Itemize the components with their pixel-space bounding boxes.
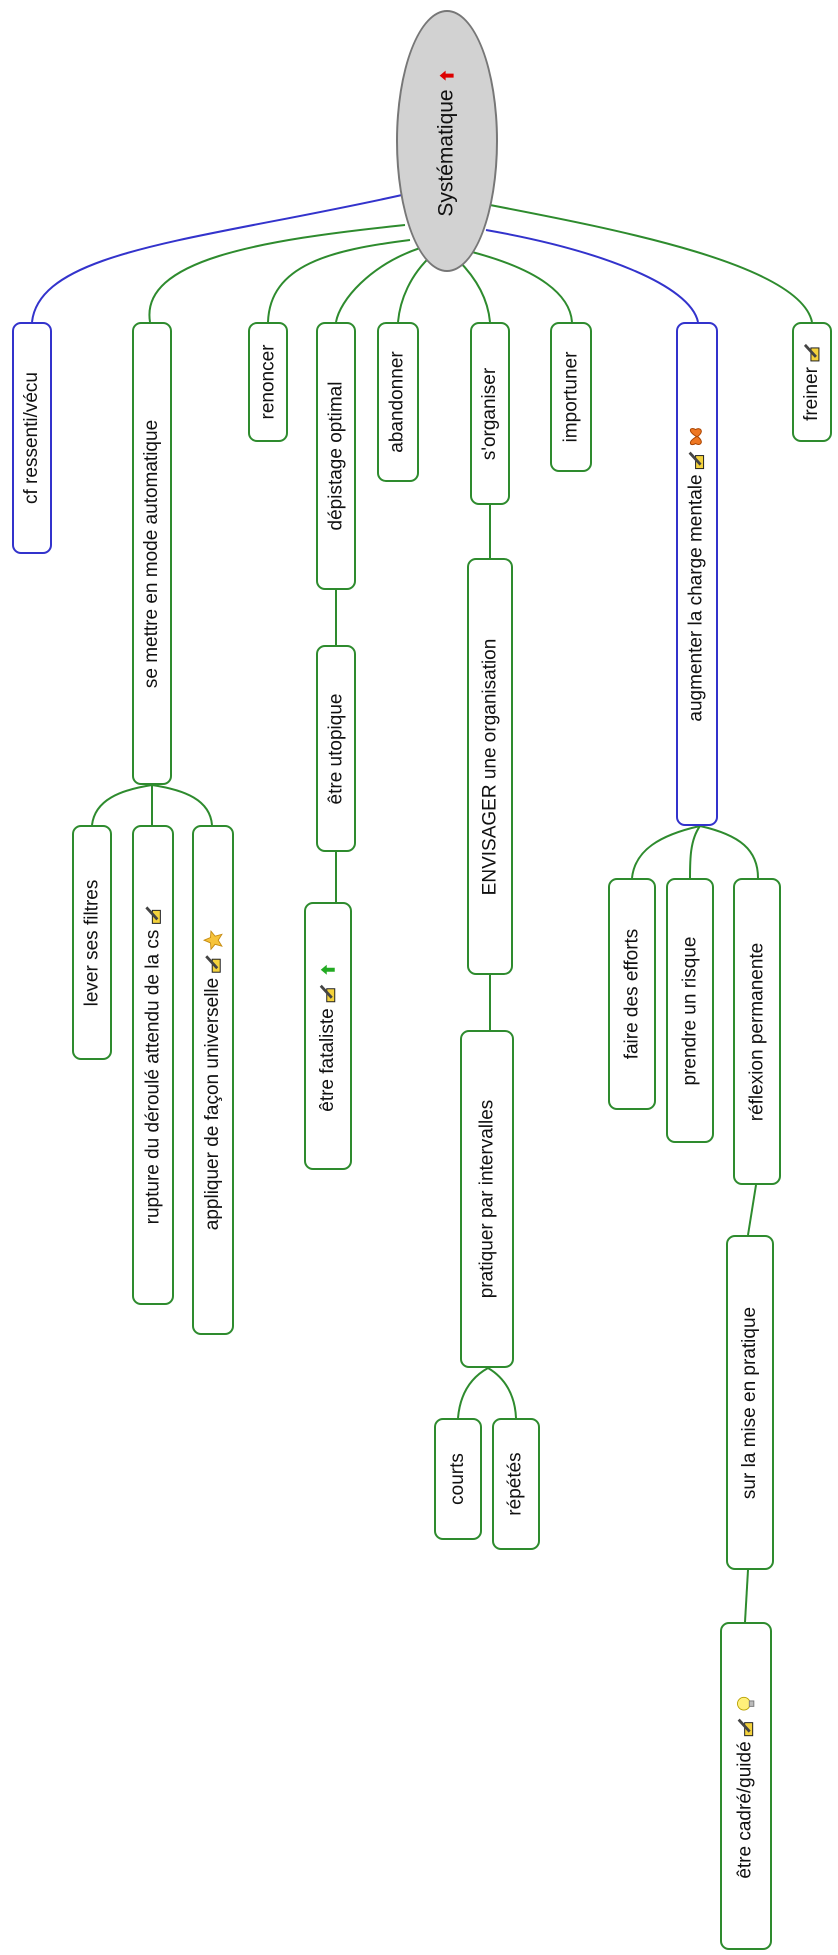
node-lever[interactable]: lever ses filtres [72,825,112,1060]
link-augmenter-efforts [631,825,701,879]
node-label: prendre un risque [679,936,700,1085]
pen-paper-icon [318,984,338,1004]
link-pratiquer-courts [457,1367,489,1419]
node-label: se mettre en mode automatique [141,419,163,688]
node-abandonner[interactable]: abandonner [377,322,419,482]
node-label: augmenter la charge mentale [686,474,707,722]
node-label: pratiquer par intervalles [476,1099,498,1299]
node-label: faire des efforts [621,928,643,1060]
link-mise-cadre [744,1569,749,1623]
link-root-depistage [335,247,421,323]
node-label: être cadré/guidé [735,1741,757,1879]
link-semettre-lever [91,784,153,826]
node-fataliste[interactable]: être fataliste [304,902,352,1170]
pen-paper-icon [203,954,223,974]
node-label: appliquer de façon universelle [202,977,224,1231]
node-pratiquer[interactable]: pratiquer par intervalles [460,1030,514,1368]
link-root-importuner [471,251,573,323]
node-label: être utopique [325,693,347,804]
lightbulb-icon [736,1693,756,1713]
node-label: lever ses filtres [81,879,103,1006]
link-root-abandonner [397,254,433,323]
link-root-freiner [489,204,813,323]
pen-paper-icon [802,343,822,363]
link-root-organiser [457,259,491,323]
node-cf-ressenti[interactable]: cf ressenti/vécu [12,322,52,554]
link-augmenter-risque [689,825,701,879]
node-label: dépistage optimal [325,381,346,531]
node-depistage[interactable]: dépistage optimal [316,322,356,590]
node-label: importuner [560,351,582,443]
link-pratiquer-repetes [487,1367,517,1419]
node-courts[interactable]: courts [434,1418,482,1540]
node-freiner[interactable]: freiner [792,322,832,442]
node-renoncer[interactable]: renoncer [248,322,288,442]
node-label: s'organiser [479,367,500,460]
node-label: être fataliste [317,1008,338,1112]
node-label: répétés [505,1452,526,1516]
pen-paper-icon [143,906,163,926]
link-reflexion-mise [747,1184,757,1236]
link-root-se-mettre [148,224,406,323]
red-up-arrow-icon [437,65,457,85]
link-root-augmenter [485,229,699,323]
link-root-renoncer [267,239,411,323]
pen-paper-icon [687,450,707,470]
node-se-mettre[interactable]: se mettre en mode automatique [132,322,172,785]
star-icon [202,929,223,950]
green-up-arrow-icon [318,960,338,980]
pen-paper-icon [736,1717,756,1737]
root-node[interactable]: Systématique [396,10,498,272]
node-label: rupture du déroulé attendu de la cs [142,929,163,1225]
link-semettre-appliquer [151,784,213,826]
butterfly-icon [687,426,707,446]
node-risque[interactable]: prendre un risque [666,878,714,1143]
node-label: abandonner [387,351,408,453]
node-label: freiner [801,367,823,421]
node-efforts[interactable]: faire des efforts [608,878,656,1110]
node-utopique[interactable]: être utopique [316,645,356,852]
node-repetes[interactable]: répétés [492,1418,540,1550]
link-root-cf-ressenti [31,194,403,323]
node-label: réflexion permanente [746,942,767,1121]
node-importuner[interactable]: importuner [550,322,592,472]
node-label: ENVISAGER une organisation [479,638,501,895]
node-cadre[interactable]: être cadré/guidé [720,1622,772,1950]
root-label: Systématique [435,89,459,217]
node-envisager[interactable]: ENVISAGER une organisation [467,558,513,975]
node-appliquer[interactable]: appliquer de façon universelle [192,825,234,1335]
node-augmenter[interactable]: augmenter la charge mentale [676,322,718,826]
node-label: courts [447,1453,468,1505]
node-organiser[interactable]: s'organiser [470,322,510,505]
node-rupture[interactable]: rupture du déroulé attendu de la cs [132,825,174,1305]
node-label: renoncer [257,344,278,420]
node-label: cf ressenti/vécu [21,372,42,504]
node-reflexion[interactable]: réflexion permanente [733,878,781,1185]
node-label: sur la mise en pratique [739,1306,760,1499]
link-augmenter-reflexion [699,825,759,879]
node-mise[interactable]: sur la mise en pratique [726,1235,774,1570]
